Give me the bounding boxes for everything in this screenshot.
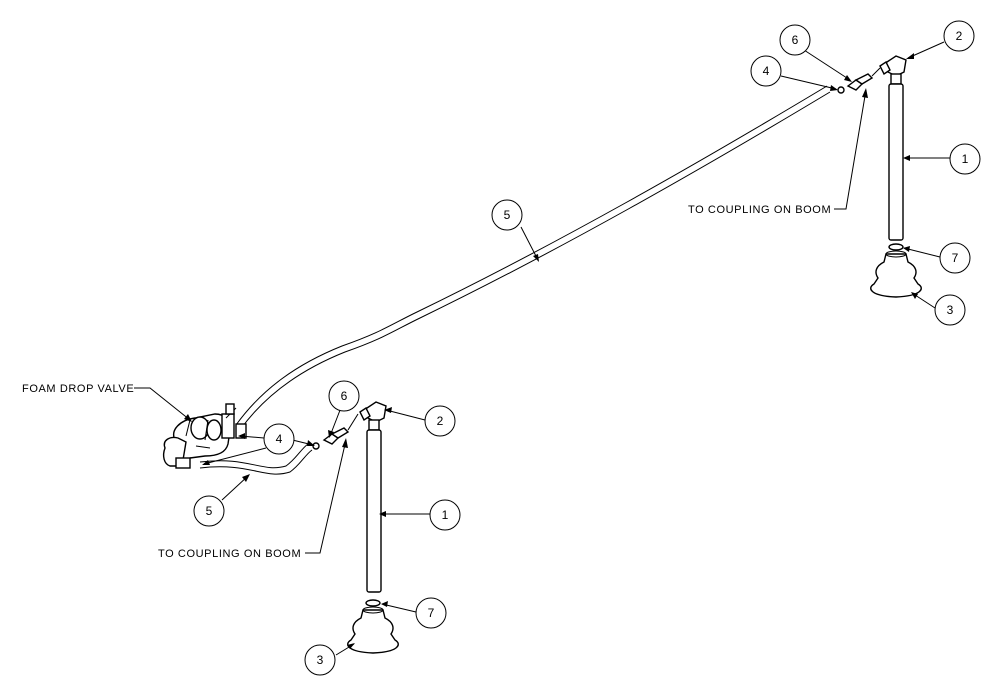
- callout-top-6: 6: [779, 24, 811, 56]
- callout-low-3: 3: [304, 644, 336, 676]
- svg-text:4: 4: [276, 432, 283, 446]
- svg-text:2: 2: [437, 414, 444, 428]
- svg-text:3: 3: [317, 653, 324, 667]
- callout-low-7: 7: [415, 597, 447, 629]
- coupling-bottom-label: TO COUPLING ON BOOM: [158, 548, 301, 560]
- svg-text:3: 3: [947, 303, 954, 317]
- callout-low-4: 4: [263, 423, 295, 455]
- callout-top-3: 3: [934, 294, 966, 326]
- callout-top-7: 7: [939, 242, 971, 274]
- callout-low-6: 6: [328, 380, 360, 412]
- leader-lines: [134, 41, 950, 656]
- svg-text:4: 4: [763, 64, 770, 78]
- upper-tube-assembly: [837, 55, 922, 298]
- short-hose: [199, 443, 313, 475]
- svg-text:1: 1: [442, 508, 449, 522]
- callout-low-1: 1: [429, 499, 461, 531]
- coupling-top-label: TO COUPLING ON BOOM: [688, 204, 831, 216]
- svg-text:6: 6: [792, 33, 799, 47]
- svg-text:7: 7: [428, 606, 435, 620]
- long-hose: [235, 85, 831, 431]
- svg-text:5: 5: [206, 504, 213, 518]
- foam-drop-valve-label: FOAM DROP VALVE: [22, 383, 134, 395]
- svg-text:5: 5: [504, 208, 511, 222]
- callout-top-4: 4: [750, 55, 782, 87]
- svg-text:6: 6: [341, 389, 348, 403]
- lower-tube-assembly: [312, 401, 399, 654]
- callout-top-2: 2: [943, 20, 975, 52]
- callout-mid-5: 5: [491, 199, 523, 231]
- callout-low-5: 5: [193, 495, 225, 527]
- foam-drop-valve: [162, 403, 247, 469]
- svg-text:1: 1: [962, 152, 969, 166]
- callout-top-1: 1: [949, 143, 981, 175]
- svg-text:7: 7: [952, 251, 959, 265]
- callout-low-2: 2: [424, 405, 456, 437]
- svg-text:2: 2: [956, 29, 963, 43]
